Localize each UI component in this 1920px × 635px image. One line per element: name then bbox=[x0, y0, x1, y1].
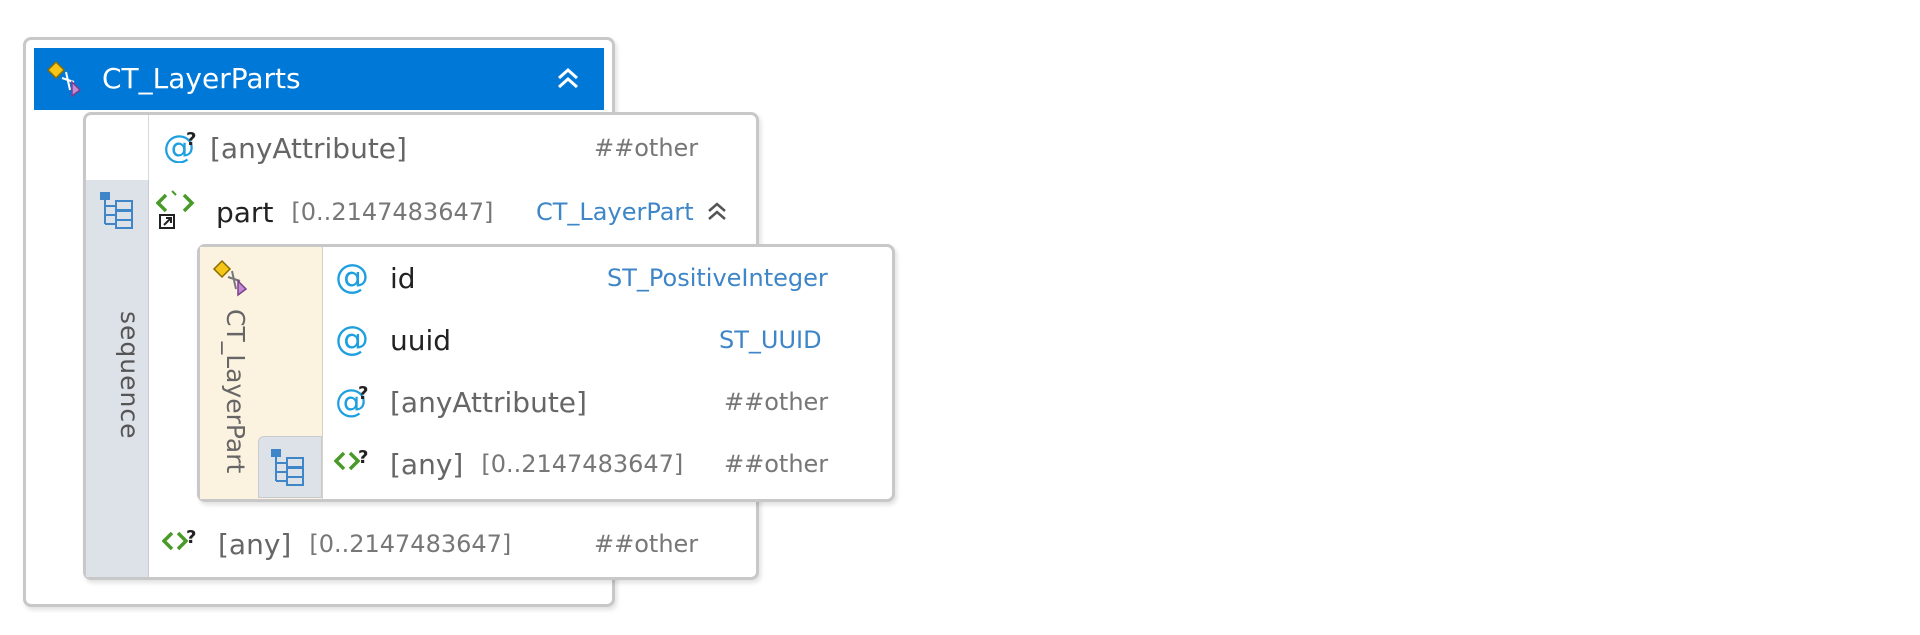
any-element-name: [any] bbox=[390, 447, 464, 481]
any-attribute-namespace: ##other bbox=[724, 388, 829, 416]
complex-type-title: CT_LayerParts bbox=[102, 62, 301, 95]
any-element-multiplicity: [0..2147483647] bbox=[309, 530, 512, 558]
svg-text:@: @ bbox=[335, 382, 367, 418]
attribute-uuid-row[interactable]: @ uuid ST_UUID bbox=[334, 319, 834, 360]
element-part-row[interactable]: part [0..2147483647] CT_LayerPart bbox=[155, 189, 736, 235]
svg-text:?: ? bbox=[186, 129, 196, 150]
attribute-id-type[interactable]: ST_PositiveInteger bbox=[607, 264, 828, 292]
any-element-icon: ? bbox=[161, 525, 218, 563]
any-attribute-name: [anyAttribute] bbox=[210, 131, 407, 165]
attribute-icon: @ bbox=[334, 319, 390, 360]
attribute-id-name: id bbox=[390, 261, 416, 295]
sequence-icon bbox=[98, 190, 138, 234]
attribute-id-row[interactable]: @ id ST_PositiveInteger bbox=[334, 257, 834, 298]
svg-text:@: @ bbox=[335, 320, 369, 356]
any-attribute-namespace: ##other bbox=[594, 134, 699, 162]
svg-text:?: ? bbox=[358, 447, 368, 468]
any-element-namespace: ##other bbox=[724, 450, 829, 478]
any-element-row[interactable]: ? [any] [0..2147483647] ##other bbox=[333, 444, 834, 484]
element-part-name: part bbox=[216, 195, 274, 229]
element-part-multiplicity: [0..2147483647] bbox=[291, 198, 494, 226]
complex-type-icon bbox=[46, 60, 86, 102]
double-chevron-up-icon[interactable] bbox=[554, 64, 582, 96]
svg-text:@: @ bbox=[335, 258, 369, 294]
sequence-rail[interactable]: sequence bbox=[86, 180, 149, 577]
any-element-row[interactable]: ? [any] [0..2147483647] ##other bbox=[161, 524, 702, 564]
element-reference-icon bbox=[155, 189, 216, 235]
sequence-icon bbox=[269, 447, 309, 491]
attribute-uuid-name: uuid bbox=[390, 323, 452, 357]
complex-type-icon bbox=[212, 259, 252, 301]
sequence-tab[interactable] bbox=[258, 436, 322, 498]
attribute-uuid-type[interactable]: ST_UUID bbox=[719, 326, 822, 354]
any-element-multiplicity: [0..2147483647] bbox=[481, 450, 684, 478]
element-part-type[interactable]: CT_LayerPart bbox=[536, 198, 694, 226]
any-attribute-icon: @ ? bbox=[162, 128, 210, 167]
svg-text:@: @ bbox=[163, 129, 195, 163]
any-element-name: [any] bbox=[218, 527, 292, 561]
svg-text:?: ? bbox=[186, 527, 196, 548]
sequence-label: sequence bbox=[115, 310, 144, 440]
double-chevron-up-icon[interactable] bbox=[704, 198, 730, 228]
complex-type-header[interactable]: CT_LayerParts bbox=[34, 48, 604, 110]
any-attribute-row[interactable]: @ ? [anyAttribute] ##other bbox=[334, 382, 834, 422]
complex-type-label: CT_LayerPart bbox=[221, 309, 250, 474]
attribute-icon: @ bbox=[334, 257, 390, 298]
any-element-icon: ? bbox=[333, 445, 390, 483]
divider bbox=[148, 115, 149, 180]
any-attribute-name: [anyAttribute] bbox=[390, 385, 587, 419]
any-attribute-icon: @ ? bbox=[334, 382, 390, 422]
svg-text:?: ? bbox=[358, 383, 368, 404]
any-attribute-row[interactable]: @ ? [anyAttribute] ##other bbox=[162, 128, 702, 168]
any-element-namespace: ##other bbox=[594, 530, 699, 558]
